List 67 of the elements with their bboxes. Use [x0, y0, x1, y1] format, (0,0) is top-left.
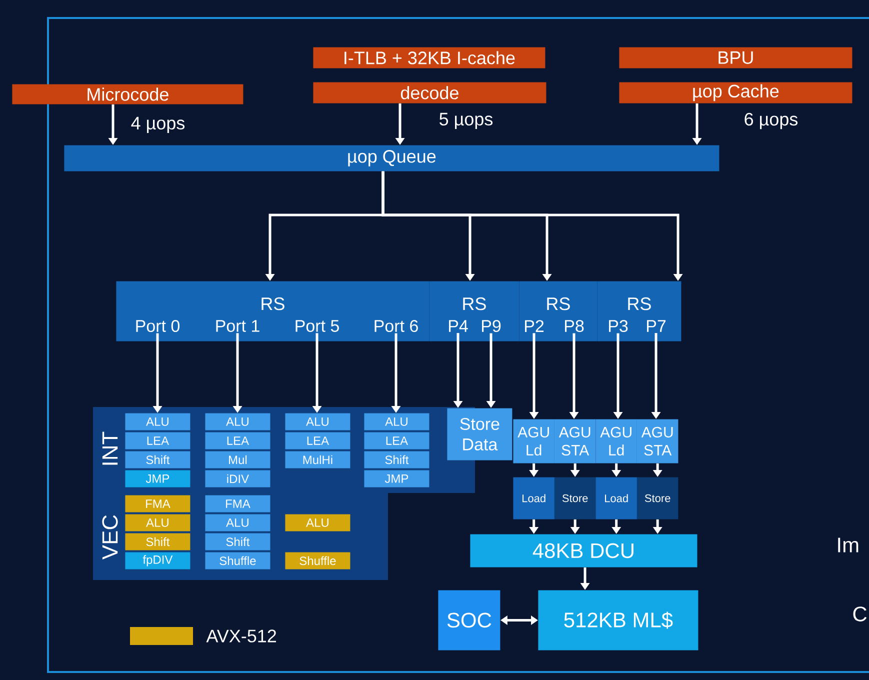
port-label: P9: [482, 320, 501, 332]
unit-box: fpDIV: [125, 552, 190, 570]
unit-box: ALU: [125, 413, 190, 430]
unit-box: Store Data: [447, 408, 512, 460]
buffer-box: Store: [554, 477, 596, 520]
port-label: Port 1: [216, 320, 260, 332]
port-label: Port 0: [136, 320, 180, 332]
unit-box: ALU: [364, 413, 430, 430]
port-label: Port 6: [374, 320, 418, 332]
unit-box: LEA: [205, 432, 270, 450]
port-label: P3: [609, 320, 628, 332]
edge-label: 4 µops: [131, 116, 185, 134]
node-label: AGU STA: [641, 426, 673, 456]
frontend-box: Microcode: [12, 84, 244, 104]
unit-box: iDIV: [205, 470, 270, 488]
buffer-box: Load: [596, 477, 637, 520]
edge-label: 5 µops: [440, 112, 493, 130]
frontend-box: µop Cache: [619, 82, 852, 104]
port-label: Port 5: [296, 320, 339, 332]
unit-box: FMA: [125, 495, 190, 512]
port-label: P4: [449, 320, 468, 332]
queue-bar: µop Queue: [64, 145, 720, 172]
buffer-box: Load: [513, 477, 554, 520]
node-label: RS: [262, 297, 284, 310]
unit-box: ALU: [285, 413, 350, 430]
agu-box: AGU STA: [636, 419, 678, 464]
frontend-box: I-TLB + 32KB I-cache: [313, 47, 546, 68]
unit-box: Shift: [364, 451, 430, 468]
slide-text: C: [853, 606, 867, 622]
unit-box: ALU: [205, 514, 270, 532]
unit-box: LEA: [364, 432, 430, 450]
frontend-box: BPU: [619, 47, 852, 68]
node-label: AGU Ld: [518, 426, 549, 456]
legend-label: AVX-512: [206, 630, 276, 642]
port-label: P2: [525, 320, 544, 332]
unit-box: FMA: [205, 495, 270, 512]
unit-box: Shuffle: [285, 552, 350, 570]
edge-label: 6 µops: [744, 112, 798, 130]
agu-box: AGU Ld: [513, 419, 554, 464]
node-label: RS: [547, 297, 570, 310]
node-label: RS: [628, 297, 651, 310]
unit-box: LEA: [285, 432, 350, 450]
slide-text: Im: [838, 538, 858, 552]
soc-box: SOC: [438, 590, 500, 650]
unit-box: JMP: [364, 470, 430, 488]
unit-box: Shift: [125, 533, 190, 550]
port-label: P8: [565, 320, 584, 332]
cache-box: 512KB ML$: [538, 590, 698, 650]
cache-box: 48KB DCU: [470, 534, 698, 568]
unit-box: ALU: [205, 413, 270, 430]
unit-box: Shift: [205, 533, 270, 550]
unit-box: JMP: [125, 470, 190, 488]
node-label: RS: [463, 297, 486, 310]
unit-box: LEA: [125, 432, 190, 450]
unit-box: MulHi: [285, 451, 350, 468]
node-label: AGU Ld: [600, 426, 632, 456]
port-label: P7: [647, 320, 666, 332]
agu-box: AGU STA: [554, 419, 596, 464]
frontend-box: decode: [313, 82, 546, 104]
agu-box: AGU Ld: [596, 419, 637, 464]
unit-box: Mul: [205, 451, 270, 468]
unit-box: Shuffle: [205, 552, 270, 570]
buffer-box: Store: [636, 477, 678, 520]
unit-box: Shift: [125, 451, 190, 468]
unit-box: ALU: [125, 514, 190, 532]
unit-box: ALU: [285, 514, 350, 532]
node-label: AGU STA: [558, 426, 590, 456]
